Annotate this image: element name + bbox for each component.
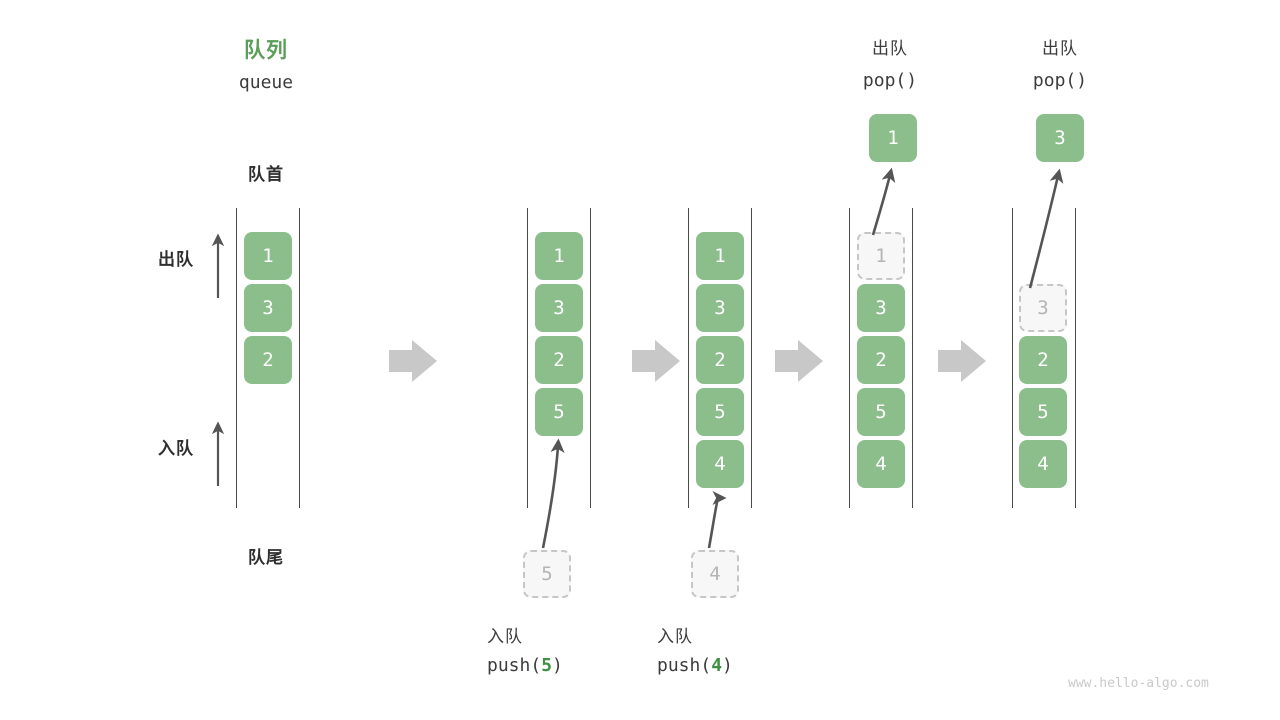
queue-node: 2	[535, 336, 583, 384]
step-5-header-op: pop()	[1032, 70, 1088, 91]
queue-node: 3	[244, 284, 292, 332]
push-op-arg: 5	[541, 655, 553, 676]
push-op-arg: 4	[711, 655, 723, 676]
queue-node: 3	[535, 284, 583, 332]
incoming-node-ghost: 4	[691, 550, 739, 598]
step-4-header-cn: 出队	[872, 39, 908, 58]
rail-right-step-5	[1075, 208, 1076, 508]
step-2-caption-op: push(5)	[487, 655, 563, 676]
popped-node: 1	[869, 114, 917, 162]
pop-3-arrow	[1028, 168, 1064, 289]
flow-arrow-2	[632, 340, 680, 382]
queue-node: 2	[696, 336, 744, 384]
queue-node-ghost: 3	[1019, 284, 1067, 332]
rail-right-step-3	[751, 208, 752, 508]
queue-node: 4	[1019, 440, 1067, 488]
pop-1-arrow	[871, 167, 896, 236]
step-5-header-cn: 出队	[1042, 39, 1078, 58]
queue-node: 4	[857, 440, 905, 488]
rail-right-step-1	[299, 208, 300, 508]
rear-label: 队尾	[248, 548, 284, 567]
flow-arrow-1	[389, 340, 437, 382]
watermark: www.hello-algo.com	[1068, 676, 1209, 691]
push-op-name: push	[487, 655, 531, 676]
flow-arrow-4	[938, 340, 986, 382]
flow-arrow-3	[775, 340, 823, 382]
enqueue-direction-label: 入队	[158, 439, 194, 458]
front-label: 队首	[248, 165, 284, 184]
rail-left-step-1	[236, 208, 237, 508]
push-op-name: push	[657, 655, 701, 676]
rail-left-step-2	[527, 208, 528, 508]
incoming-node-ghost: 5	[523, 550, 571, 598]
queue-node: 5	[535, 388, 583, 436]
popped-node: 3	[1036, 114, 1084, 162]
queue-node: 5	[1019, 388, 1067, 436]
queue-node: 1	[535, 232, 583, 280]
step-2-caption-cn: 入队	[487, 627, 523, 646]
push-5-arrow	[541, 438, 565, 549]
queue-node: 2	[244, 336, 292, 384]
queue-node: 2	[1019, 336, 1067, 384]
queue-node: 5	[857, 388, 905, 436]
queue-node: 1	[244, 232, 292, 280]
queue-node: 2	[857, 336, 905, 384]
queue-node: 3	[696, 284, 744, 332]
rail-right-step-2	[590, 208, 591, 508]
step-4-header-op: pop()	[862, 70, 918, 91]
rail-left-step-4	[849, 208, 850, 508]
rail-left-step-5	[1012, 208, 1013, 508]
dequeue-direction-label: 出队	[158, 250, 194, 269]
push-4-arrow	[707, 491, 727, 549]
queue-node: 4	[696, 440, 744, 488]
queue-node: 1	[696, 232, 744, 280]
queue-node: 5	[696, 388, 744, 436]
rail-right-step-4	[912, 208, 913, 508]
step-3-caption-cn: 入队	[657, 627, 693, 646]
rail-left-step-3	[688, 208, 689, 508]
queue-node-ghost: 1	[857, 232, 905, 280]
diagram-title-en: queue	[238, 72, 294, 93]
queue-node: 3	[857, 284, 905, 332]
step-3-caption-op: push(4)	[657, 655, 733, 676]
diagram-title-cn: 队列	[244, 39, 288, 62]
